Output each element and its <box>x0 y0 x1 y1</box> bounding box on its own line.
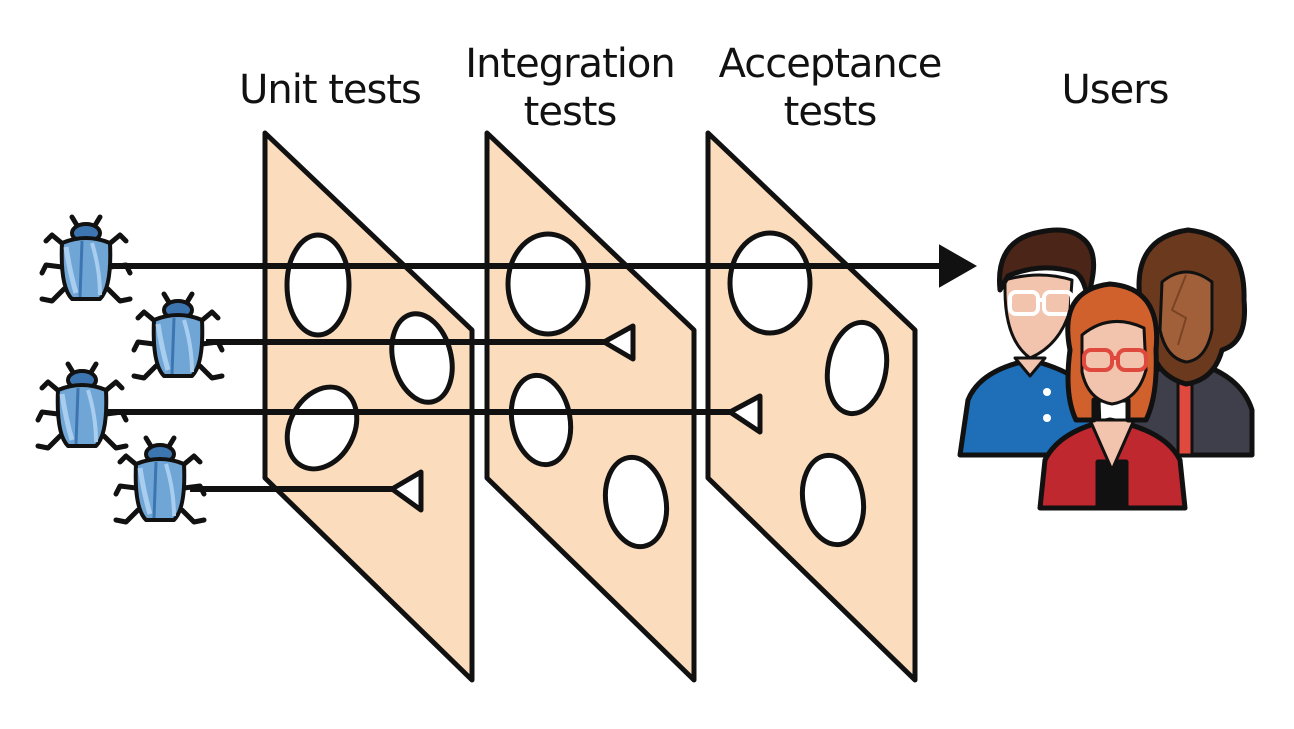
acceptance-tests-label-line2: tests <box>783 89 878 135</box>
integration-tests-layer <box>484 130 697 683</box>
bug-icon <box>134 294 222 378</box>
integration-tests-label: Integration tests <box>440 40 700 136</box>
unit-tests-layer <box>262 130 475 683</box>
arrowhead <box>939 244 978 288</box>
layer-hole <box>505 231 591 337</box>
users-icon <box>957 227 1255 511</box>
layer-hole <box>602 454 670 550</box>
integration-tests-label-line1: Integration <box>465 41 675 87</box>
layer-hole <box>727 230 813 336</box>
stopped-arrowhead <box>389 469 424 513</box>
stopped-arrowhead <box>727 393 763 435</box>
bug-icon <box>38 364 126 448</box>
layer-hole <box>284 232 352 338</box>
layer-hole <box>799 452 867 548</box>
user-icon <box>957 227 1103 458</box>
bug-paths <box>108 244 978 513</box>
user-icon <box>1037 281 1188 511</box>
bug-icon <box>42 217 130 301</box>
acceptance-tests-label-line1: Acceptance <box>718 41 943 87</box>
acceptance-tests-label: Acceptance tests <box>700 40 960 136</box>
unit-tests-label-text: Unit tests <box>239 67 422 113</box>
acceptance-tests-layer <box>705 130 918 683</box>
users-label: Users <box>1030 66 1200 114</box>
bug-icon <box>116 438 204 522</box>
integration-tests-label-line2: tests <box>523 89 618 135</box>
unit-tests-label: Unit tests <box>230 66 430 114</box>
stopped-arrowhead <box>601 323 636 362</box>
layer-hole <box>389 311 455 405</box>
users-label-text: Users <box>1061 67 1169 113</box>
layer-hole <box>824 319 890 417</box>
